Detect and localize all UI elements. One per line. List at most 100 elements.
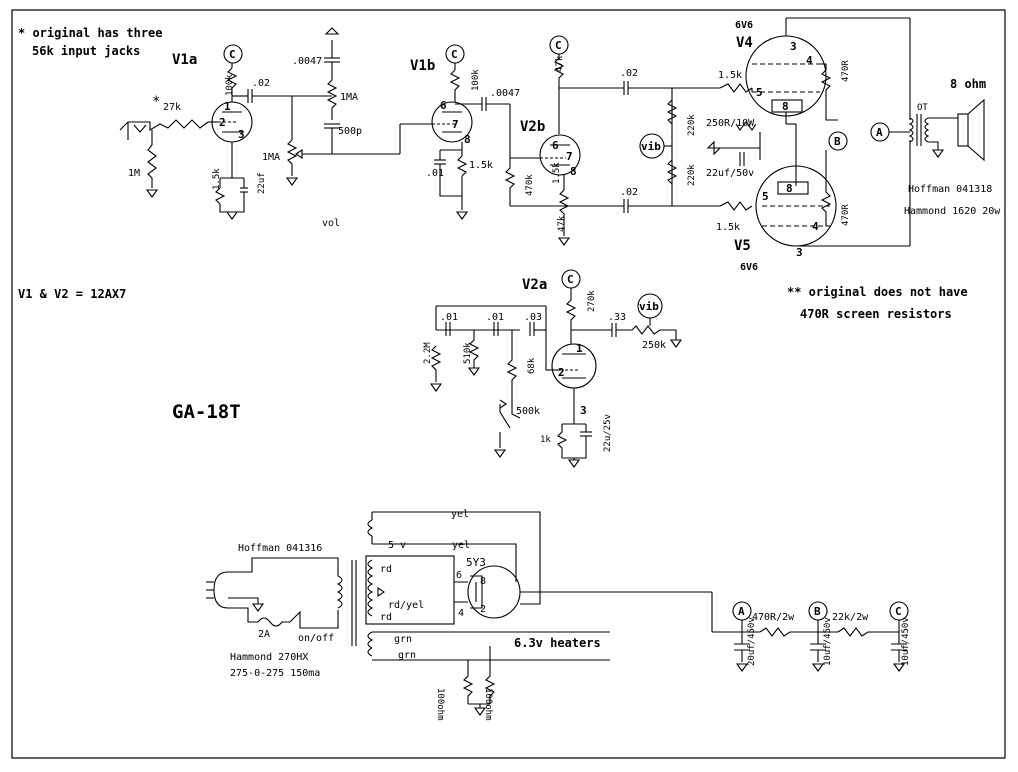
label-c-0047-a: .0047 [292,56,322,67]
speaker-icon [957,113,969,147]
label-r-1k5-g4: 1.5k [718,70,742,81]
svg-text:8: 8 [464,133,471,146]
label-r-1k5-c: 1.5k [552,162,562,184]
node-a-psu: A [732,601,752,621]
label-r-1k: 1k [540,435,551,445]
svg-text:1: 1 [224,100,231,113]
svg-text:8: 8 [480,576,486,587]
tube-v5: 5 8 4 3 470R [755,140,911,259]
label-pot-500k: 500k [516,406,540,417]
svg-text:A: A [738,605,745,618]
stage-v1a: 1M * 27k 1 2 3 100k .02 1.5k 22uf [119,63,292,220]
svg-text:5: 5 [756,86,763,99]
tube-label-v4: V4 [736,35,753,51]
output-section: OT 8 ohm Hoffman 041318 Hammond 1620 20w [889,77,1001,217]
label-c-10uf-b: 10uf/450v [901,617,911,666]
note-screen-resistors-2: 470R screen resistors [800,307,952,321]
label-pot-1ma-vol: 1MA [262,152,280,163]
note-input-jacks-2: 56k input jacks [32,44,140,58]
label-r-470r-2w: 470R/2w [752,612,795,623]
svg-text:4: 4 [812,220,819,233]
model-title: GA-18T [172,401,241,423]
label-rd-yel: rd/yel [388,600,424,611]
tube-label-v1b: V1b [410,58,435,74]
label-r-100ohm-b: 100ohm [483,688,493,721]
label-vol: vol [322,218,340,229]
label-pt-hammond: Hammond 270HX [230,652,308,663]
tube-label-v2b: V2b [520,119,545,135]
label-grn-a: grn [394,634,412,645]
svg-text:3: 3 [796,246,803,259]
label-c-22uf-b: 22uf/50v [706,168,754,179]
phase-inverter-network: .02 .02 220k 220k 1.5k 1.5k 250R/10W 22u… [620,68,761,233]
label-c-01-a: .01 [426,168,444,179]
label-rd-b: rd [380,612,392,623]
svg-text:vib: vib [639,300,659,313]
label-c-0047-b: .0047 [490,88,520,99]
label-c-01-c: .01 [486,312,504,323]
node-a-ot: A [870,122,890,142]
tube-v4: 3 4 5 8 470R [745,17,911,186]
label-yel-b: yel [452,540,470,551]
label-c-33: .33 [608,312,626,323]
label-ot-hoffman: Hoffman 041318 [908,184,992,195]
label-c-02-c: .02 [620,187,638,198]
label-pt-rating: 275-0-275 150ma [230,668,320,679]
svg-text:C: C [895,605,902,618]
node-vib-2: vib [637,293,663,319]
label-c-500p: 500p [338,126,362,137]
label-c-03: .03 [524,312,542,323]
svg-text:C: C [555,39,562,52]
stage-v1b: 6 7 8 100k .0047 .01 1.5k [426,63,520,220]
svg-text:3: 3 [790,40,797,53]
label-speaker: 8 ohm [950,77,986,91]
label-ot: OT [917,103,928,113]
svg-text:B: B [814,605,821,618]
label-fuse: 2A [258,629,270,640]
note-screen-resistors-1: ** original does not have [787,285,968,299]
label-r-1k5-a: 1.5k [212,168,222,190]
label-pot-250k: 250k [642,340,666,351]
svg-text:7: 7 [452,118,459,131]
svg-text:C: C [229,48,236,61]
tube-label-rectifier: 5Y3 [466,556,486,569]
label-r-1m: 1M [128,168,140,179]
label-r-1k5-g5: 1.5k [716,222,740,233]
note-input-jacks-1: * original has three [18,26,163,40]
node-c-v2b: C [549,35,569,55]
stage-v2a-vibrato: .01 .01 .03 2.2M 510k 68k 500k 1 2 3 270… [423,288,682,468]
label-r-47k-b: 47k [557,215,567,232]
label-ot-hammond: Hammond 1620 20w [904,206,1001,217]
label-r-100ohm-a: 100ohm [435,688,445,721]
label-r-470r-b: 470R [841,204,851,226]
label-c-02-a: .02 [252,78,270,89]
svg-text:C: C [567,273,574,286]
tube-type-v5: 6V6 [740,262,758,273]
svg-text:5: 5 [762,190,769,203]
label-grn-b: grn [398,650,416,661]
label-pot-1ma-a: 1MA [340,92,358,103]
label-r-in: 27k [163,102,181,113]
svg-text:6: 6 [552,139,559,152]
label-c-02-b: .02 [620,68,638,79]
svg-text:vib: vib [641,140,661,153]
tube-v1b-envelope [431,101,473,143]
sheet-border [11,9,1006,759]
label-pt-hoffman: Hoffman 041316 [238,543,322,554]
node-c-v2a: C [561,269,581,289]
notes: * original has three 56k input jacks V1 … [18,26,968,321]
svg-text:A: A [876,126,883,139]
tube-label-v1a: V1a [172,52,197,68]
svg-text:3: 3 [580,404,587,417]
svg-text:2: 2 [480,604,486,615]
label-r-270k: 270k [587,290,597,312]
label-switch: on/off [298,633,334,644]
svg-text:1: 1 [576,342,583,355]
label-r-510k: 510k [463,342,473,364]
svg-text:8: 8 [782,100,789,113]
label-r-220k-a: 220k [687,114,697,136]
label-r-68k: 68k [527,357,537,374]
svg-text:B: B [834,135,841,148]
